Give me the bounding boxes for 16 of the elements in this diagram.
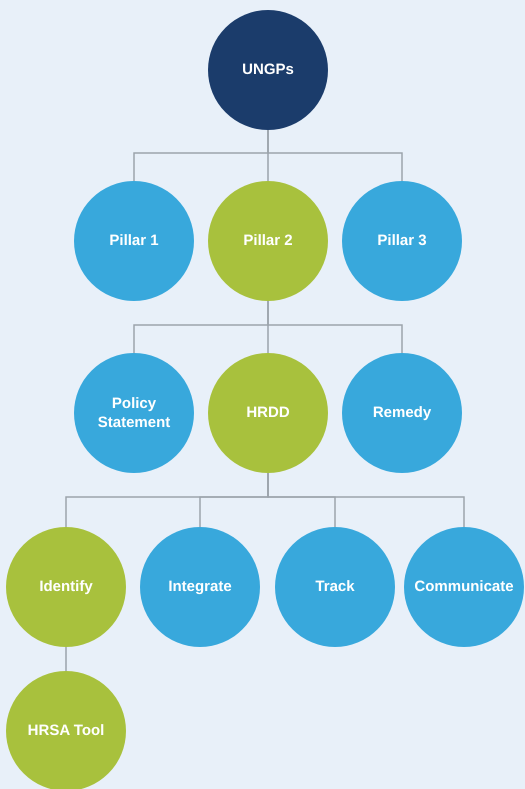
node-label: Remedy [372, 403, 432, 423]
connector-line [267, 473, 465, 527]
connector-line [267, 130, 403, 181]
node-label: HRDD [246, 403, 290, 423]
node-label: UNGPs [242, 60, 294, 80]
node-label: Integrate [168, 577, 232, 597]
connector-line [267, 301, 403, 353]
node-label: Pillar 2 [243, 231, 293, 251]
node-label: Pillar 1 [109, 231, 159, 251]
connector-line [65, 647, 67, 671]
node-label: Communicate [414, 577, 514, 597]
node-label: Track [315, 577, 355, 597]
node-label: Policy Statement [96, 394, 172, 432]
node-label: Identify [39, 577, 93, 597]
node-label: Pillar 3 [377, 231, 427, 251]
node-label: HRSA Tool [28, 721, 104, 741]
